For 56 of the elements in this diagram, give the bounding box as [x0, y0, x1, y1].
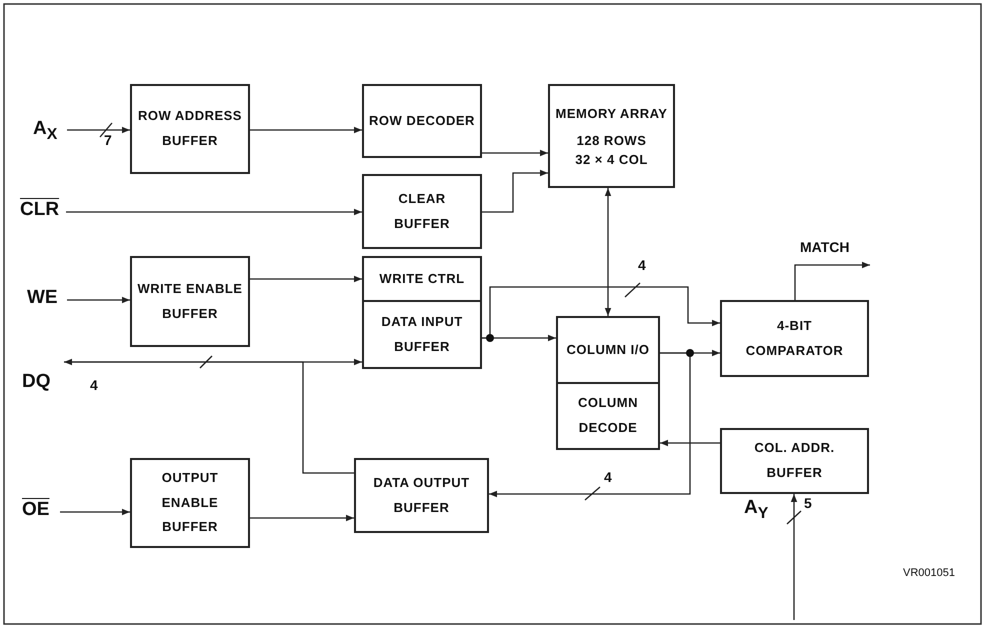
arrow	[482, 170, 548, 213]
arrow	[250, 276, 362, 282]
bus-width-number: 5	[804, 496, 812, 510]
block-box	[362, 300, 482, 369]
block-label: OUTPUT ENABLE BUFFER	[160, 468, 220, 536]
arrow	[790, 494, 798, 620]
arrow	[794, 262, 870, 300]
block-label: CLEAR BUFFER	[393, 190, 451, 232]
arrow	[482, 150, 548, 156]
block-box	[130, 256, 250, 347]
block-label: 4-BIT COMPARATOR	[744, 316, 844, 360]
block-label: DATA OUTPUT BUFFER	[372, 474, 471, 516]
block-label: COL. ADDR. BUFFER	[753, 439, 836, 482]
signal-label: A$_{Y}$	[744, 498, 768, 522]
signal-label: A$_{X}$	[33, 119, 58, 143]
block-box	[354, 458, 489, 533]
block-box	[720, 300, 869, 377]
block-box	[130, 458, 250, 548]
block-label: MEMORY ARRAY	[556, 105, 668, 124]
bus-width-number: 4	[604, 470, 612, 484]
arrow	[250, 126, 362, 134]
arrow	[250, 514, 354, 522]
arrow	[660, 440, 720, 446]
block-label: COLUMN I/O	[566, 340, 650, 359]
block-label: DATA INPUT BUFFER	[380, 312, 464, 356]
block-label: WRITE CTRL	[379, 270, 465, 288]
block-label: COLUMN DECODE	[576, 394, 640, 437]
block-box	[720, 428, 869, 494]
block-box	[362, 256, 482, 302]
signal-label: OE	[22, 500, 50, 519]
figure-code: VR001051	[903, 568, 955, 579]
block-box	[548, 84, 675, 188]
arrow	[604, 188, 612, 316]
arrow	[60, 508, 130, 516]
signal-label: CLR	[20, 200, 60, 219]
block-label: WRITE ENABLE BUFFER	[137, 280, 243, 322]
arrow	[482, 286, 720, 339]
block-box	[556, 382, 660, 450]
bus-width-number: 4	[90, 378, 98, 392]
block-label: ROW DECODER	[369, 112, 475, 130]
arrow	[64, 358, 354, 474]
signal-label: WE	[27, 288, 58, 307]
arrow	[67, 296, 130, 304]
arrow	[67, 126, 130, 134]
arrow	[489, 352, 691, 498]
arrow	[66, 208, 362, 216]
block-box	[362, 174, 482, 249]
block-box	[556, 316, 660, 384]
block-label: ROW ADDRESS BUFFER	[137, 107, 243, 150]
bus-width-number: 7	[104, 133, 112, 147]
signal-label: DQ	[22, 352, 50, 391]
block-box	[362, 84, 482, 158]
block-box	[130, 84, 250, 174]
block-label: 128 ROWS 32 × 4 COL	[574, 132, 649, 170]
bus-width-number: 4	[638, 258, 646, 272]
signal-label: MATCH	[800, 240, 850, 254]
